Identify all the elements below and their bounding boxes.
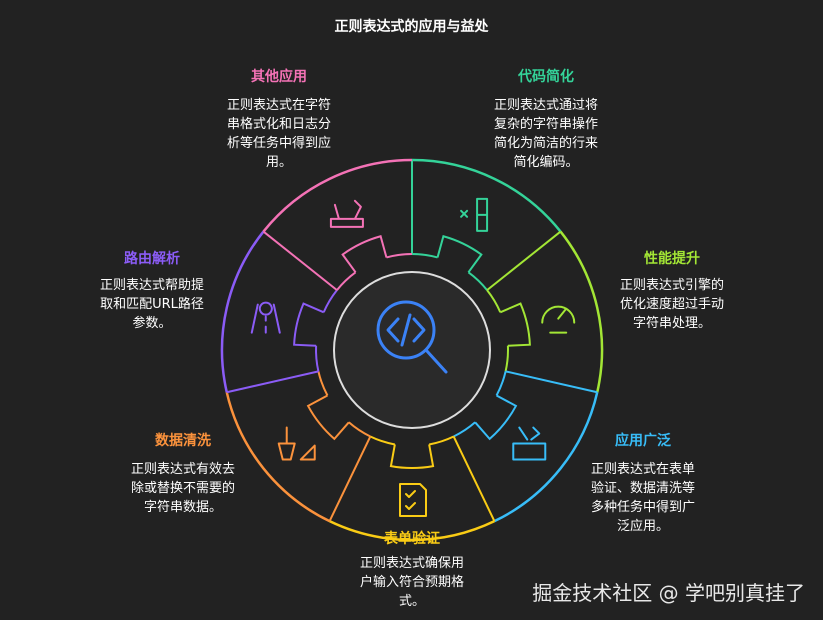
description-line: 正则表达式通过将 bbox=[493, 98, 598, 113]
segment-inner-arc bbox=[504, 345, 509, 372]
description-line: 正则表达式帮助提 bbox=[99, 278, 204, 293]
segment-inner-tab bbox=[436, 235, 483, 273]
watermark: 掘金技术社区 @ 学吧别真挂了 bbox=[532, 581, 805, 605]
segment-inner-tab bbox=[293, 302, 325, 347]
segment-description: 正则表达式通过将复杂的字符串操作简化为简洁的行来简化编码。 bbox=[466, 96, 626, 172]
segment-inner-arc bbox=[322, 289, 338, 313]
description-line: 户输入符合预期格 bbox=[359, 575, 464, 590]
segment-outer-arc bbox=[225, 392, 331, 523]
segment-inner-arc bbox=[348, 421, 371, 438]
segment-outer-arc bbox=[220, 230, 265, 393]
segment-outer-arc bbox=[262, 158, 413, 233]
description-line: 正则表达式在字符 bbox=[226, 98, 331, 113]
description-line: 简化编码。 bbox=[513, 155, 579, 170]
description-line: 字符串数据。 bbox=[143, 500, 222, 515]
segment-label: 应用广泛 bbox=[615, 433, 671, 449]
segment-label: 数据清洗 bbox=[155, 433, 211, 449]
description-line: 正则表达式确保用 bbox=[359, 556, 464, 571]
segment-label: 性能提升 bbox=[644, 251, 700, 267]
description-line: 复杂的字符串操作 bbox=[493, 117, 598, 132]
description-line: 式。 bbox=[398, 594, 425, 609]
segment-outer-arc bbox=[329, 520, 495, 542]
segment-divider bbox=[262, 230, 338, 291]
segment-description: 正则表达式在表单验证、数据清洗等多种任务中得到广泛应用。 bbox=[563, 460, 723, 536]
segment-label: 其他应用 bbox=[251, 69, 307, 85]
segment-outer-arc bbox=[493, 392, 599, 523]
segment-inner-arc bbox=[411, 253, 438, 259]
segment-description: 正则表达式在字符串格式化和日志分析等任务中得到应用。 bbox=[199, 96, 359, 172]
code-search-icon bbox=[376, 300, 448, 374]
segment-inner-tab bbox=[341, 235, 388, 273]
segment-label: 表单验证 bbox=[384, 531, 440, 547]
description-line: 串格式化和日志分 bbox=[226, 117, 331, 132]
segment-divider bbox=[486, 230, 562, 291]
segment-divider bbox=[505, 370, 598, 394]
segment-label: 路由解析 bbox=[124, 251, 180, 267]
description-line: 优化速度超过手动 bbox=[619, 297, 724, 312]
segment-divider bbox=[328, 436, 372, 522]
route-pin-icon bbox=[250, 301, 281, 334]
description-line: 正则表达式有效去 bbox=[130, 462, 235, 477]
segment-inner-arc bbox=[467, 271, 488, 291]
description-line: 参数。 bbox=[132, 316, 172, 331]
segment-outer-arc bbox=[559, 230, 604, 393]
toolbox-icon bbox=[512, 426, 547, 461]
segment-inner-tab bbox=[389, 444, 435, 469]
segment-description: 正则表达式帮助提取和匹配URL路径参数。 bbox=[72, 276, 232, 333]
segment-inner-arc bbox=[386, 253, 413, 259]
description-line: 泛应用。 bbox=[616, 519, 669, 534]
segment-inner-arc bbox=[336, 271, 357, 291]
segment-label: 代码简化 bbox=[518, 69, 574, 85]
speedometer-icon bbox=[541, 305, 576, 334]
description-line: 除或替换不需要的 bbox=[130, 481, 235, 496]
multitool-icon bbox=[329, 199, 364, 228]
description-line: 用。 bbox=[265, 155, 292, 170]
description-line: 多种任务中得到广 bbox=[590, 500, 695, 515]
segment-inner-arc bbox=[486, 289, 502, 313]
code-structure-icon bbox=[460, 197, 489, 232]
segment-inner-arc bbox=[495, 371, 507, 396]
segment-inner-arc bbox=[428, 435, 455, 446]
segment-inner-arc bbox=[317, 371, 329, 396]
segment-description: 正则表达式引擎的优化速度超过手动字符串处理。 bbox=[592, 276, 752, 333]
segment-description: 正则表达式确保用户输入符合预期格式。 bbox=[332, 554, 492, 611]
description-line: 字符串处理。 bbox=[632, 316, 711, 331]
segment-inner-tab bbox=[474, 394, 518, 441]
segment-divider bbox=[226, 370, 319, 394]
segment-inner-tab bbox=[306, 394, 350, 441]
segment-description: 正则表达式有效去除或替换不需要的字符串数据。 bbox=[103, 460, 263, 517]
description-line: 正则表达式在表单 bbox=[590, 462, 695, 477]
description-line: 正则表达式引擎的 bbox=[619, 278, 724, 293]
segment-divider bbox=[452, 436, 496, 522]
form-check-icon bbox=[399, 483, 427, 517]
description-line: 析等任务中得到应 bbox=[226, 136, 331, 151]
segment-outer-arc bbox=[411, 158, 562, 233]
segment-inner-arc bbox=[453, 421, 476, 438]
diagram-title: 正则表达式的应用与益处 bbox=[334, 19, 489, 35]
segment-inner-tab bbox=[499, 302, 531, 347]
segment-inner-arc bbox=[369, 435, 396, 446]
broom-icon bbox=[277, 426, 316, 461]
description-line: 简化为简洁的行来 bbox=[493, 136, 598, 151]
segment-inner-arc bbox=[315, 345, 320, 372]
description-line: 验证、数据清洗等 bbox=[590, 481, 695, 496]
description-line: 取和匹配URL路径 bbox=[100, 297, 204, 312]
